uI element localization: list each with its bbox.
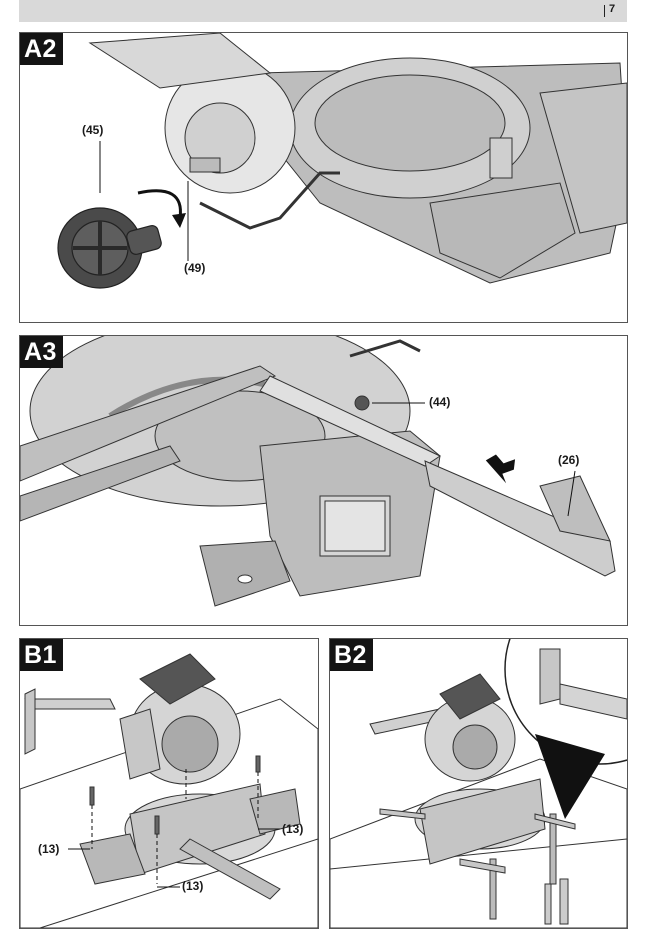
callout-49: (49) [184, 261, 206, 275]
saw-rotary-knob-illustration [57, 33, 627, 289]
figure-b2: B2 [329, 638, 628, 929]
figure-a3-tag: A3 [20, 336, 63, 368]
callout-13-right: (13) [282, 822, 304, 836]
saw-clamp-mount-illustration [330, 639, 627, 928]
knob-45 [57, 207, 162, 289]
callout-13-left: (13) [38, 842, 60, 856]
figure-a2-tag: A2 [20, 33, 63, 65]
callout-26: (26) [558, 453, 580, 467]
figure-b1-tag: B1 [20, 639, 63, 671]
page-number-separator [604, 5, 605, 17]
callout-45: (45) [82, 123, 104, 137]
saw-extension-illustration [20, 336, 616, 607]
page-number: 7 [609, 3, 616, 15]
callout-44: (44) [429, 395, 451, 409]
saw-bench-mount-screws-illustration [20, 653, 318, 928]
figure-b1: B1 [19, 638, 319, 929]
figure-a2: A2 [19, 32, 628, 323]
header-bar [19, 0, 627, 22]
callout-13-bottom: (13) [182, 879, 204, 893]
figure-b2-tag: B2 [330, 639, 373, 671]
figure-a3: A3 [19, 335, 628, 626]
